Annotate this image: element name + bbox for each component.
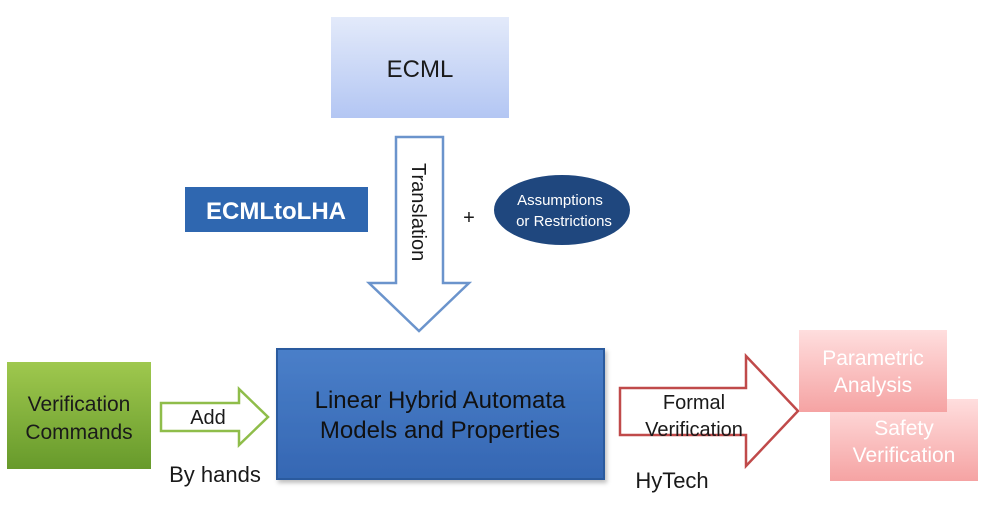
lha-line2: Models and Properties bbox=[320, 417, 560, 444]
hytech-label: HyTech bbox=[635, 468, 708, 493]
assumptions-line2: or Restrictions bbox=[516, 213, 612, 230]
ecml-box: ECML bbox=[331, 17, 509, 118]
assumptions-ellipse: Assumptions or Restrictions bbox=[494, 175, 630, 245]
ecml-label: ECML bbox=[387, 56, 454, 83]
assumptions-line1: Assumptions bbox=[517, 192, 603, 209]
lha-line1: Linear Hybrid Automata bbox=[315, 387, 566, 414]
safety-line1: Safety bbox=[874, 417, 934, 440]
formal-line1: Formal bbox=[663, 392, 725, 414]
ecmltolha-label: ECMLtoLHA bbox=[206, 198, 346, 225]
verification-commands-line1: Verification bbox=[28, 393, 131, 416]
lha-box: Linear Hybrid Automata Models and Proper… bbox=[276, 348, 605, 480]
plus-sign: + bbox=[463, 207, 475, 229]
add-arrow: Add bbox=[159, 386, 270, 448]
ecmltolha-badge: ECMLtoLHA bbox=[185, 187, 368, 232]
parametric-line1: Parametric bbox=[822, 347, 924, 370]
by-hands-label: By hands bbox=[169, 462, 261, 487]
parametric-line2: Analysis bbox=[834, 374, 912, 397]
safety-verification-box: Safety Verification bbox=[830, 399, 978, 481]
verification-commands-line2: Commands bbox=[25, 421, 132, 444]
translation-arrow: Translation bbox=[365, 135, 473, 333]
verification-commands-box: Verification Commands bbox=[7, 362, 151, 469]
formal-verification-arrow: Formal Verification bbox=[618, 352, 800, 470]
add-label: Add bbox=[190, 407, 226, 429]
translation-label: Translation bbox=[407, 163, 429, 261]
parametric-analysis-box: Parametric Analysis bbox=[799, 330, 947, 412]
formal-line2: Verification bbox=[645, 419, 743, 441]
safety-line2: Verification bbox=[853, 444, 956, 467]
